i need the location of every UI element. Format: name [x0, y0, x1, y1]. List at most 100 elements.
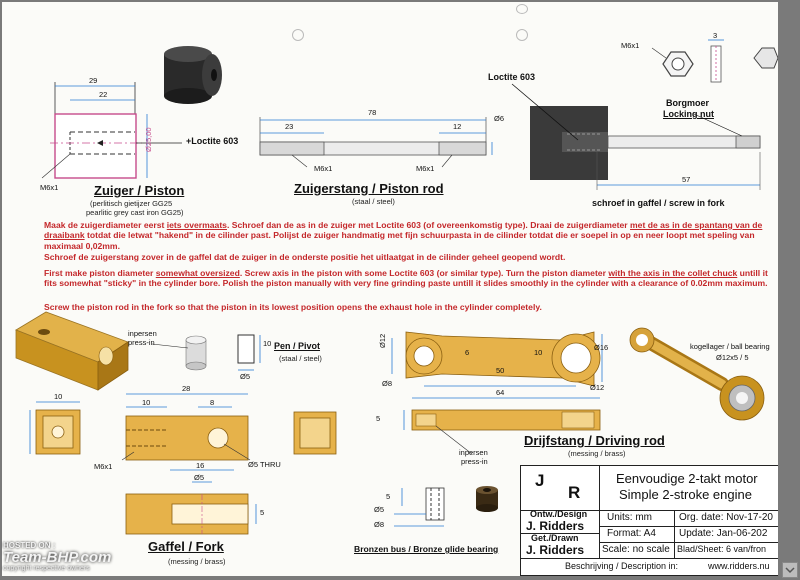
fork-side-view	[121, 393, 251, 461]
team-bhp-logo: Team-BHP.com	[3, 549, 112, 566]
piston-rod-drawing	[259, 117, 493, 168]
fork-dim-10b: 10	[142, 398, 151, 407]
driving-rod-title: Drijfstang / Driving rod	[524, 433, 665, 448]
fork-thread: M6x1	[94, 462, 113, 471]
drive-dim-50: 50	[496, 366, 505, 375]
piston-drawing	[41, 82, 182, 179]
fork-dim-16: 16	[196, 461, 205, 470]
tb-name-cell	[599, 465, 778, 511]
tb-logo-cell	[520, 465, 600, 511]
drive-dim-5: 5	[376, 414, 381, 423]
pin-dim-phi5: Ø5	[240, 372, 251, 381]
driving-rod-material: (messing / brass)	[568, 449, 626, 458]
pin-title: Pen / Pivot	[274, 341, 321, 351]
copyright-label: copyright respective owners	[3, 565, 90, 572]
screw-label: schroef in gaffel / screw in fork	[592, 198, 725, 208]
tb-name-en: Simple 2-stroke engine	[619, 487, 752, 502]
tb-desc-url: www.ridders.nu	[708, 561, 770, 571]
tb-update: Update: Jan-06-202	[679, 528, 768, 539]
fork-dim-28: 28	[182, 384, 191, 393]
fork-dim-8: 8	[210, 398, 215, 407]
bearing-label: kogellager / ball bearing	[690, 342, 770, 351]
piston-material-nl: (perlitisch gietijzer GG25	[90, 199, 173, 208]
drive-press-en: press-in	[461, 457, 488, 466]
fork-top-view	[125, 469, 257, 535]
driving-rod-plan	[391, 331, 603, 387]
hosted-on-label: HOSTED ON :	[3, 541, 56, 550]
rod-dim-phi6: Ø6	[494, 114, 505, 123]
instruction-en-2: Screw the piston rod in the fork so that…	[44, 302, 542, 312]
fork-front-view	[29, 401, 81, 455]
driving-rod-elevation	[403, 397, 601, 455]
tb-units: Units: mm	[607, 512, 652, 523]
piston-material-en: pearlitic grey cast iron GG25)	[86, 208, 184, 217]
scroll-button[interactable]	[782, 562, 798, 578]
nut-label-en: Locking nut	[663, 109, 714, 119]
tb-sheet: Blad/Sheet: 6 van/fron	[677, 544, 767, 554]
piston-thread: M6x1	[40, 183, 59, 192]
bush-dim-phi8: Ø8	[374, 520, 385, 529]
drive-dim-phi12a: Ø12	[378, 333, 387, 348]
assembly-loctite: Loctite 603	[488, 72, 536, 82]
tb-desc-cell	[520, 558, 778, 576]
fork-dim-phi5: Ø5	[194, 473, 205, 482]
bush-title: Bronzen bus / Bronze glide bearing	[354, 544, 499, 554]
instruction-en-1: First make piston diameter somewhat over…	[44, 268, 768, 289]
piston-3d-image	[164, 46, 222, 104]
loctite-note: +Loctite 603	[186, 136, 239, 146]
rod-dim-78: 78	[368, 108, 377, 117]
top-drawings	[41, 39, 778, 190]
drive-dim-phi12b: Ø12	[590, 383, 605, 392]
pin-3d-image	[151, 335, 207, 371]
press-in-label-en: press-in	[128, 338, 155, 347]
piston-dim-29: 29	[89, 76, 98, 85]
fork-3d-image	[15, 311, 129, 391]
drive-dim-phi8: Ø8	[382, 379, 393, 388]
pin-drawing	[237, 334, 261, 371]
binder-hole	[516, 4, 528, 14]
tb-design-label: Ontw./Design	[530, 509, 588, 519]
piston-dim-22: 22	[99, 90, 108, 99]
tb-drawn-label: Get./Drawn	[531, 533, 579, 543]
tb-letter-r: R	[568, 483, 581, 502]
fork-material: (messing / brass)	[168, 557, 226, 566]
rod-title: Zuigerstang / Piston rod	[294, 181, 444, 196]
nut-label-nl: Borgmoer	[666, 98, 710, 108]
binder-hole	[516, 29, 528, 41]
pin-material: (staal / steel)	[279, 354, 322, 363]
tb-name-nl: Eenvoudige 2-takt motor	[616, 471, 758, 486]
fork-dim-10a: 10	[54, 392, 63, 401]
nut-dim-3: 3	[713, 31, 718, 40]
bottom-drawings	[15, 311, 765, 535]
fork-thru-hole: Ø5 THRU	[248, 460, 281, 469]
tb-desc-label: Beschrijving / Description in:	[565, 561, 679, 571]
bronze-bush-drawing	[394, 486, 498, 527]
piston-dim-phi25: Ø25,00	[144, 127, 153, 152]
drawing-sheet: 29 22 Ø25,00 M6x1 +Loctite 603 Zuiger / …	[2, 2, 778, 576]
rod-dim-23: 23	[285, 122, 294, 131]
rod-thread-left: M6x1	[314, 164, 333, 173]
instruction-nl-2: Schroef de zuigerstang zover in de gaffe…	[44, 252, 566, 262]
pin-dim-10: 10	[263, 339, 272, 348]
fork-end-view	[293, 411, 337, 455]
drive-press-nl: inpersen	[459, 448, 488, 457]
tb-format: Format: A4	[607, 528, 656, 539]
press-in-label-nl: inpersen	[128, 329, 157, 338]
driving-rod-3d-image	[629, 327, 765, 421]
instruction-nl-1: Maak de zuigerdiameter eerst iets overma…	[44, 220, 763, 251]
rod-dim-12: 12	[453, 122, 462, 131]
bearing-size: Ø12x5 / 5	[716, 353, 749, 362]
assembly-dim-57: 57	[682, 175, 691, 184]
tb-org-date: Org. date: Nov-17-20	[679, 512, 773, 523]
fork-dim-5: 5	[260, 508, 265, 517]
bush-dim-phi5: Ø5	[374, 505, 385, 514]
fork-title: Gaffel / Fork	[148, 539, 224, 554]
assembly-drawing	[511, 39, 778, 190]
tb-scale: Scale: no scale	[602, 544, 670, 555]
tb-drawer: J. Ridders	[526, 543, 585, 557]
nut-thread: M6x1	[621, 41, 640, 50]
rod-material: (staal / steel)	[352, 197, 395, 206]
rod-thread-right: M6x1	[416, 164, 435, 173]
tb-letter-j: J	[535, 471, 545, 490]
drive-dim-6: 6	[465, 348, 470, 357]
